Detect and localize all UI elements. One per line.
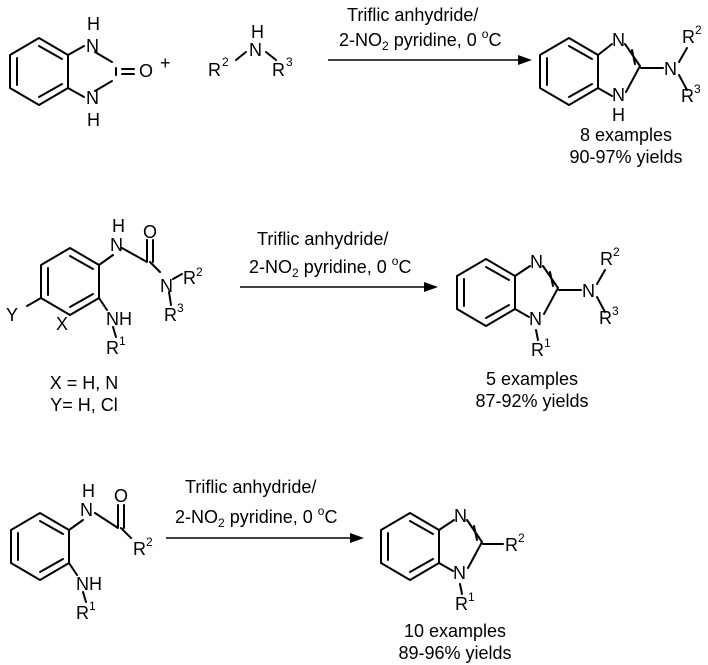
urea-structure: N H O N R 2 R 3 NH R 1 X Y [6,216,203,358]
atom-r: R [505,535,518,555]
atom-r: R [133,539,146,559]
reaction-1: N H N H O + H N R 2 R 3 Triflic anhydrid… [9,5,702,167]
benzimidazole-product-3: N N R 2 R 1 [380,506,525,614]
superscript: 2 [146,535,153,549]
atom-nh: NH [106,309,132,329]
superscript: 3 [286,55,293,69]
atom-r: R [682,27,695,47]
atom-n: N [86,88,99,108]
substituent-y-definition: Y= H, Cl [50,395,118,415]
atom-h: H [612,105,625,125]
superscript: 3 [177,301,184,315]
examples-count: 5 examples [486,369,578,389]
atom-nh: NH [76,574,102,594]
superscript: 1 [544,336,551,350]
atom-h: H [87,110,100,130]
atom-n: N [664,59,677,79]
atom-n: N [454,506,467,526]
superscript: 2 [518,531,525,545]
conditions-line-2: 2-NO2 pyridine, 0 oC [175,504,337,530]
conditions-line-1: Triflic anhydride/ [257,229,388,249]
conditions-line-1: Triflic anhydride/ [347,5,478,25]
atom-h: H [251,22,264,42]
atom-h: H [87,14,100,34]
atom-h: H [82,481,95,501]
atom-r: R [106,338,119,358]
superscript: 2 [222,55,229,69]
atom-y: Y [6,305,18,325]
atom-r: R [183,268,196,288]
atom-n: N [453,563,466,583]
atom-o: O [114,486,128,506]
atom-o: O [139,61,153,81]
benzimidazolone-structure: N H N H O [9,14,153,130]
atom-r: R [76,603,89,623]
atom-n: N [249,40,262,60]
atom-n: N [529,309,542,329]
amide-structure: N H O R 2 NH R 1 [10,481,153,623]
atom-r: R [164,305,177,325]
superscript: 2 [613,245,620,259]
atom-r: R [681,86,694,106]
superscript: 3 [612,304,619,318]
atom-n: N [612,85,625,105]
conditions-line-1: Triflic anhydride/ [185,477,316,497]
plus-sign: + [160,53,171,73]
substituent-x-definition: X = H, N [50,373,119,393]
amine-structure: H N R 2 R 3 [208,22,293,80]
atom-n: N [160,276,173,296]
yield-range: 90-97% yields [569,147,682,167]
atom-n: N [612,30,625,50]
superscript: 1 [468,590,475,604]
atom-n: N [582,281,595,301]
atom-r: R [272,60,285,80]
conditions-line-2: 2-NO2 pyridine, 0 oC [339,27,501,53]
superscript: 1 [119,334,126,348]
superscript: 3 [694,82,701,96]
atom-o: O [143,222,157,242]
atom-n: N [80,500,93,520]
yield-range: 89-96% yields [398,643,511,663]
atom-r: R [531,340,544,360]
atom-r: R [599,308,612,328]
atom-n: N [86,36,99,56]
superscript: 1 [89,599,96,613]
atom-h: H [112,216,125,236]
reaction-3: N H O R 2 NH R 1 Triflic anhydride/ 2-NO… [10,477,525,663]
atom-n: N [530,252,543,272]
conditions-line-2: 2-NO2 pyridine, 0 oC [249,254,411,280]
atom-x: X [56,314,68,334]
superscript: 2 [196,265,203,279]
atom-r: R [455,594,468,614]
atom-r: R [600,249,613,269]
examples-count: 10 examples [404,621,506,641]
yield-range: 87-92% yields [475,391,588,411]
atom-n: N [110,235,123,255]
examples-count: 8 examples [580,125,672,145]
aminobenzimidazole-product-1: N N H N R 2 R 3 [539,23,702,125]
atom-r: R [208,60,221,80]
aminobenzimidazole-product-2: N N N R 2 R 3 R 1 [456,245,620,360]
superscript: 2 [695,23,702,37]
reaction-2: N H O N R 2 R 3 NH R 1 X Y X = H, N Y= H… [6,216,620,415]
